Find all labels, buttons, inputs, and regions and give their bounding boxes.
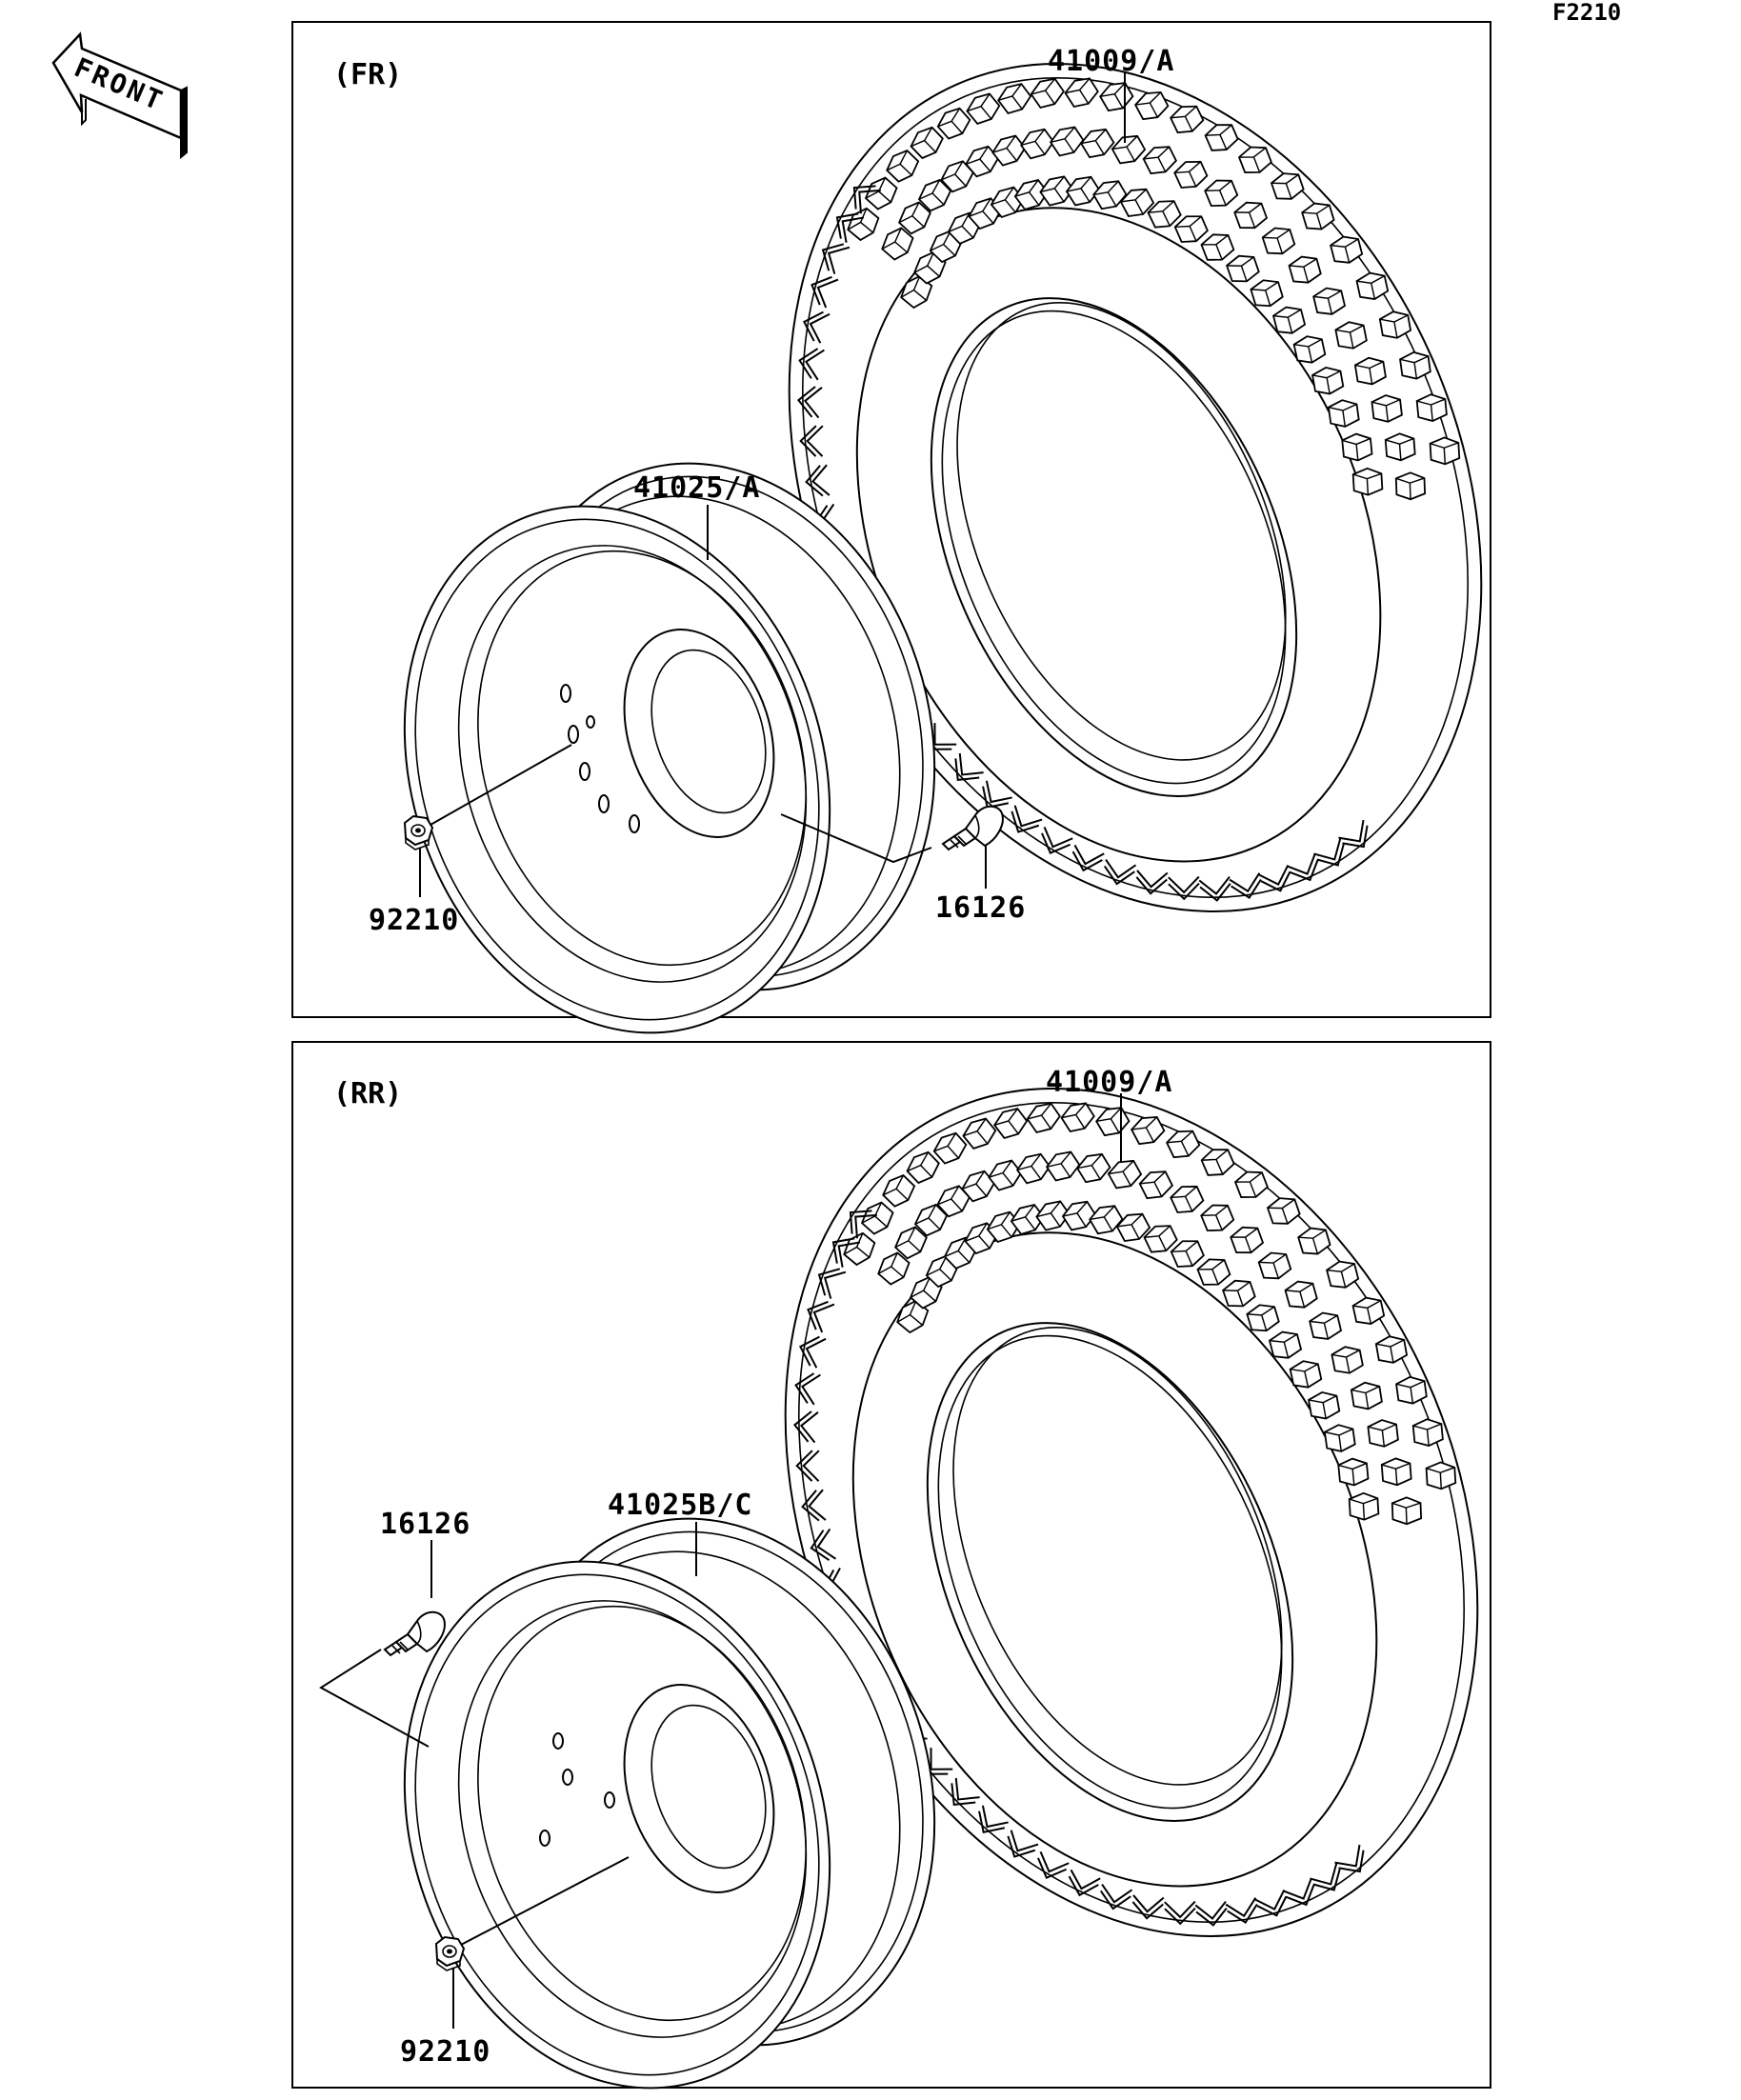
leader-valve-front-to-wheel bbox=[780, 813, 932, 864]
panel-front: (FR) 41009/A 41025/A 16126 bbox=[291, 0, 1611, 1090]
figure-code: F2210 bbox=[1552, 0, 1621, 26]
leader-nut-rear-to-wheel bbox=[460, 1856, 630, 1946]
panel-rear-frame bbox=[291, 1041, 1491, 2089]
wheel-rear-bolt-holes bbox=[539, 1732, 615, 1847]
label-wheel-front: 41025/A bbox=[633, 471, 760, 505]
nut-rear bbox=[435, 1936, 465, 1971]
wheel-front-bolt-holes bbox=[560, 684, 640, 833]
valve-rear bbox=[384, 1610, 446, 1656]
panel-front-section-label: (FR) bbox=[333, 58, 402, 91]
label-nut-front: 92210 bbox=[369, 904, 459, 937]
label-valve-rear: 16126 bbox=[380, 1508, 470, 1541]
label-nut-rear: 92210 bbox=[400, 2035, 490, 2069]
leader-valve-rear-to-wheel bbox=[319, 1649, 430, 1748]
leader-nut-front-to-wheel bbox=[430, 744, 572, 826]
front-arrow-icon: FRONT bbox=[51, 31, 188, 160]
label-valve-front: 16126 bbox=[935, 891, 1026, 925]
label-tire-rear: 41009/A bbox=[1046, 1066, 1172, 1099]
label-tire-front: 41009/A bbox=[1048, 45, 1174, 78]
panel-rear: (RR) 41009/A 41025B/C 16126 92210 bbox=[291, 978, 1607, 2100]
label-wheel-rear: 41025B/C bbox=[608, 1489, 753, 1522]
panel-front-frame bbox=[291, 21, 1491, 1018]
valve-front bbox=[942, 805, 1004, 850]
panel-rear-section-label: (RR) bbox=[333, 1077, 402, 1110]
nut-front bbox=[404, 815, 433, 850]
